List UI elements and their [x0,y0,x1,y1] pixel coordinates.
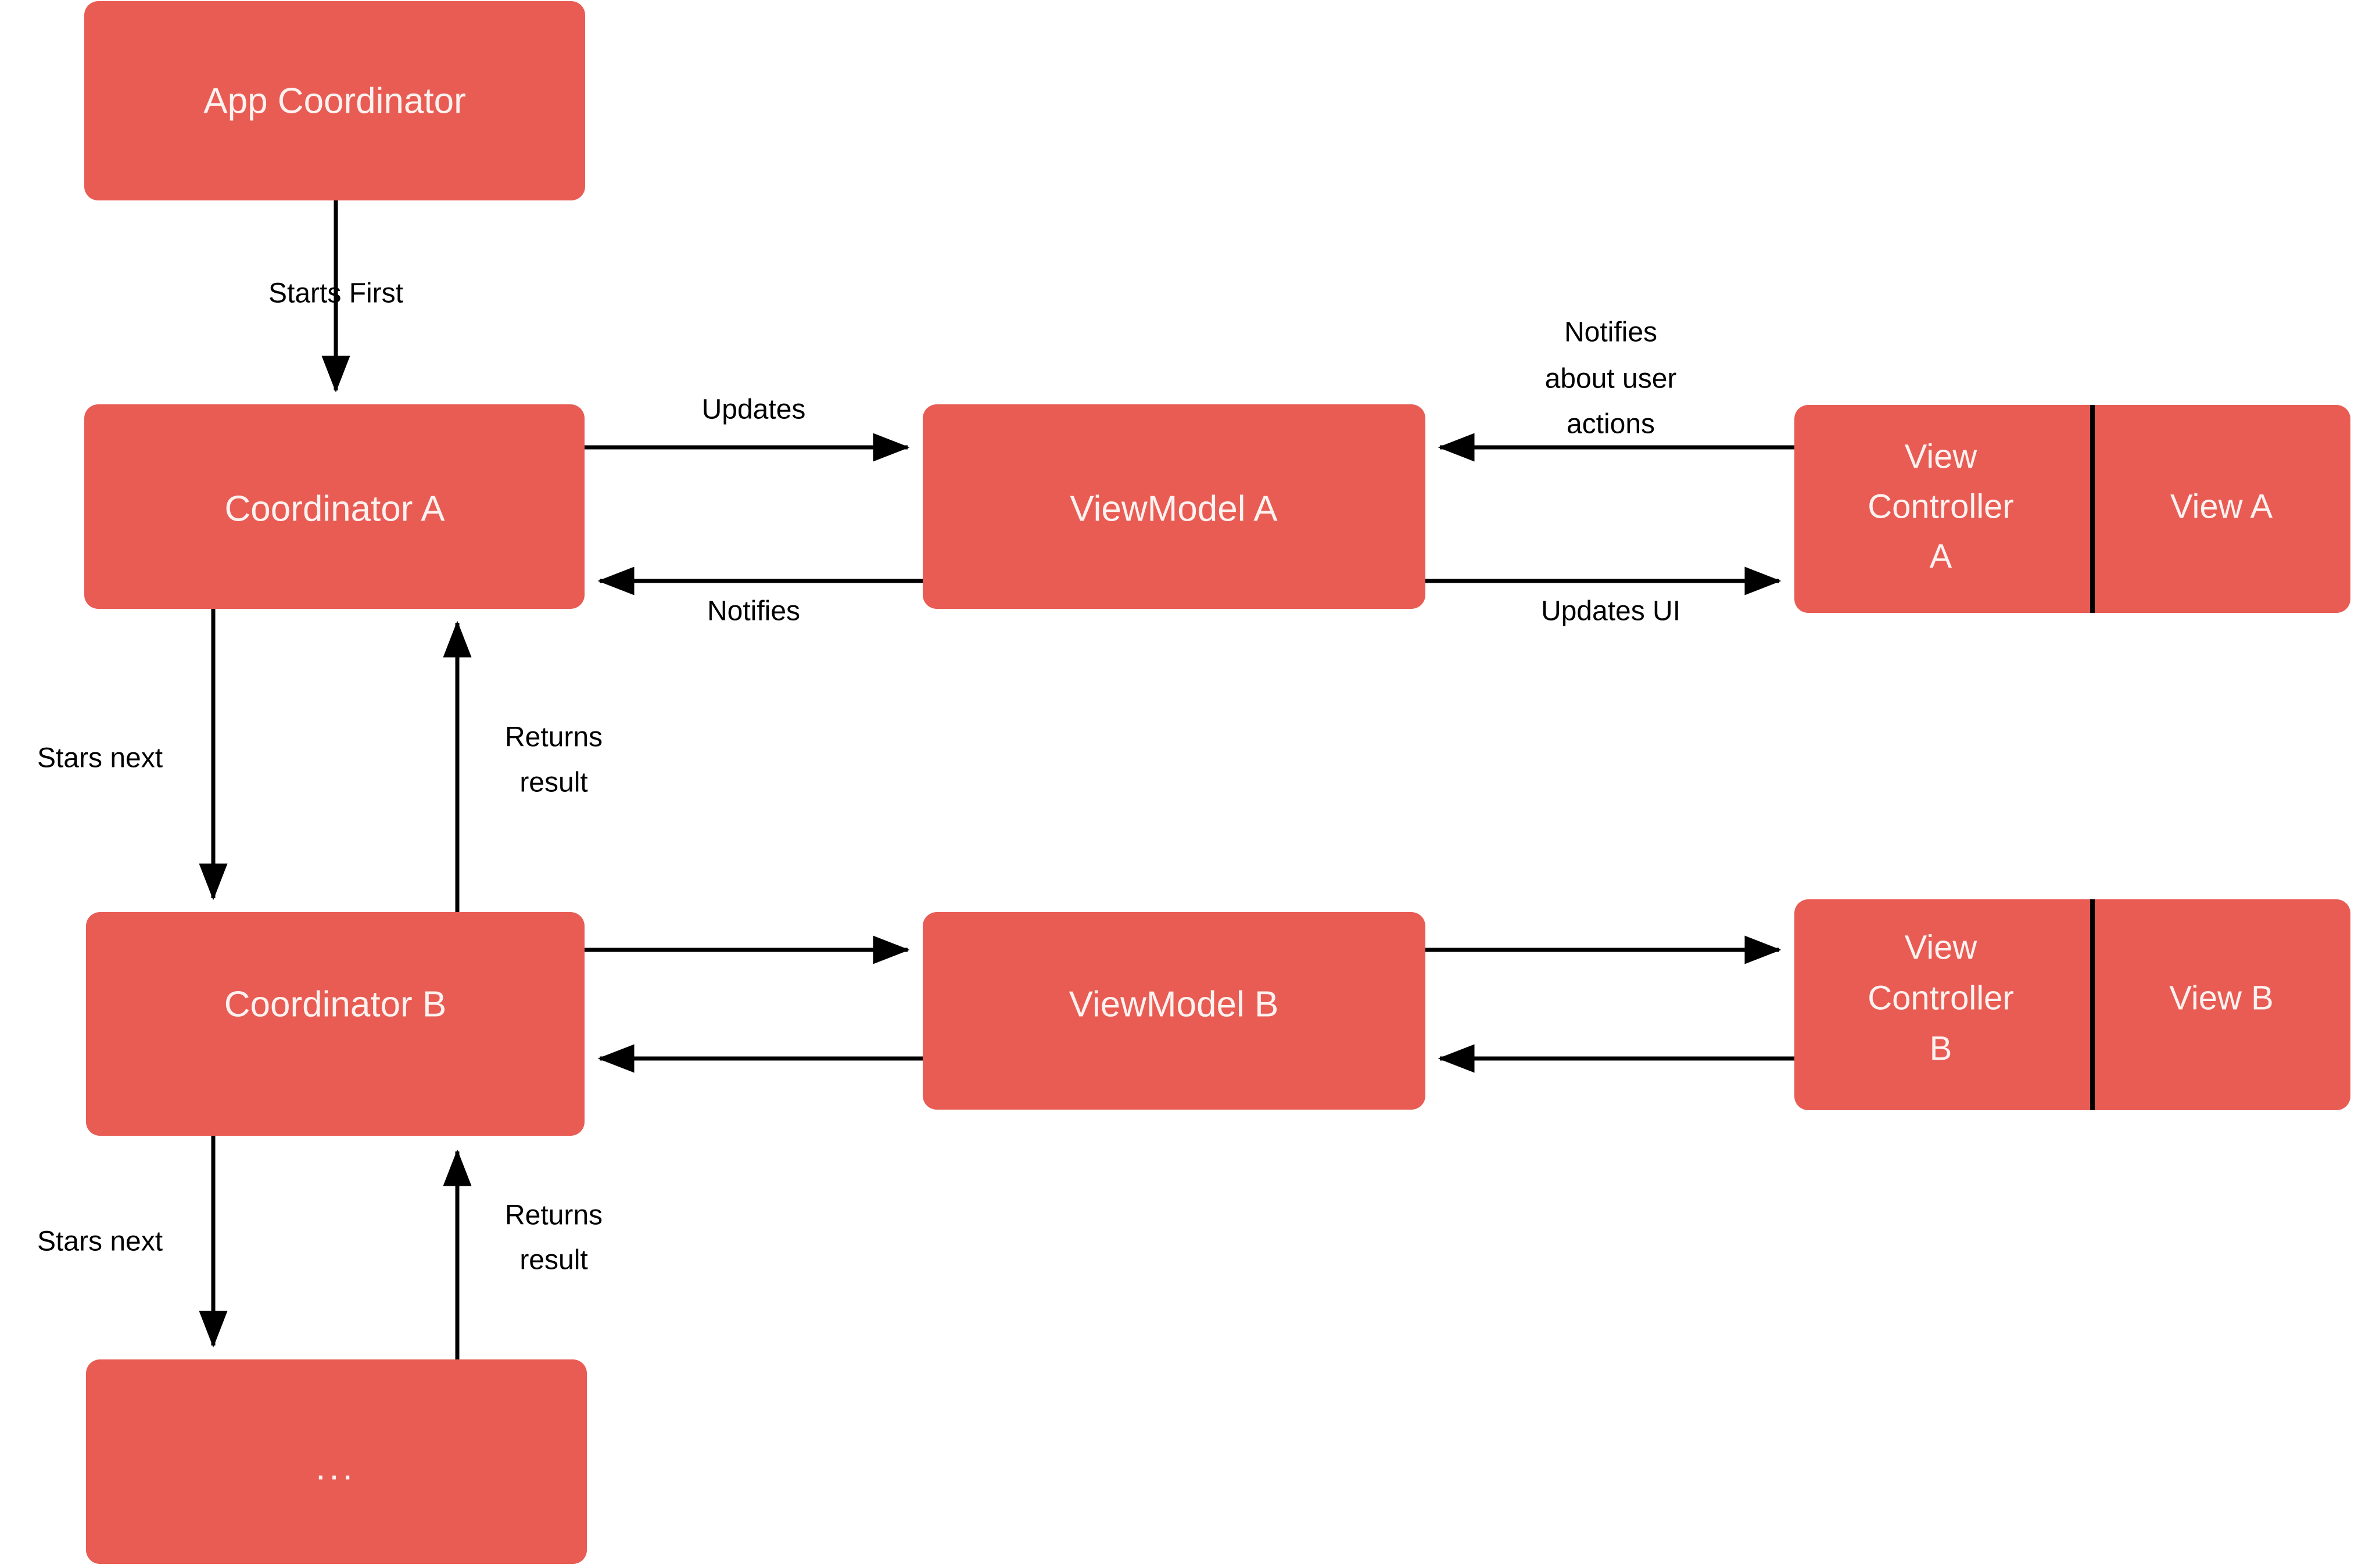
edge-label-stars-next-a-b: Stars next [37,743,163,774]
edge-label-returns-result-b-a-2: result [519,767,587,798]
node-view-controller-a-label-line2: Controller [1868,487,2013,525]
node-view-controller-b-view-b-rect[interactable] [1794,899,2350,1110]
node-more-coordinators-label: ... [316,1447,356,1487]
node-view-controller-a-label-line1: View [1905,437,1978,475]
node-coordinator-b-rect[interactable] [86,912,585,1136]
node-view-controller-b-label-line1: View [1905,928,1978,966]
edge-stars-next-a-b: Stars next [37,609,228,900]
edge-label-returns-result-more-b-1: Returns [505,1200,603,1231]
edge-label-returns-result-more-b-2: result [519,1245,587,1276]
edge-label-notifies: Notifies [707,596,800,627]
node-app-coordinator-rect[interactable] [84,1,585,200]
node-view-controller-a-label-line3: A [1930,537,1952,575]
edge-notifies: Notifies [597,566,923,627]
node-viewmodel-b-label: ViewModel B [1069,984,1279,1024]
node-more-coordinators-rect[interactable] [86,1359,587,1564]
node-more-coordinators[interactable]: ... [86,1359,587,1564]
node-view-controller-b-label-line2: Controller [1868,979,2013,1017]
edge-label-updates-ui: Updates UI [1541,596,1680,627]
edge-returns-result-more-b: Returns result [443,1149,603,1359]
node-coordinator-b[interactable]: Coordinator B [86,912,585,1136]
node-viewmodel-a-label: ViewModel A [1070,489,1278,529]
node-view-a-label: View A [2170,487,2273,525]
node-coordinator-a[interactable]: Coordinator A [84,404,585,609]
node-viewmodel-a-rect[interactable] [923,404,1425,609]
node-coordinator-b-label: Coordinator B [224,984,447,1024]
edge-updates-ui: Updates UI [1425,566,1782,627]
edge-updates: Updates [585,394,910,462]
edge-starts-first: Starts First [268,200,403,393]
node-app-coordinator-label: App Coordinator [203,81,466,121]
node-coordinator-a-rect[interactable] [84,404,585,609]
node-app-coordinator[interactable]: App Coordinator [84,1,585,200]
node-view-controller-a-view-a-rect[interactable] [1794,405,2350,613]
node-view-controller-b-and-view-b[interactable]: View Controller B View B [1794,899,2350,1110]
node-viewmodel-b[interactable]: ViewModel B [923,912,1425,1110]
node-view-controller-b-label-line3: B [1930,1029,1952,1067]
edge-stars-next-b-more: Stars next [37,1136,228,1348]
edge-label-notifies-actions-line3: actions [1567,409,1655,440]
edge-label-notifies-actions-line2: about user [1545,364,1677,394]
edge-label-notifies-actions-line1: Notifies [1564,317,1657,348]
edge-returns-result-b-a: Returns result [443,620,603,912]
node-coordinator-a-label: Coordinator A [224,489,445,529]
edge-label-updates: Updates [702,394,806,425]
node-viewmodel-b-rect[interactable] [923,912,1425,1110]
edge-label-starts-first: Starts First [268,278,403,309]
node-viewmodel-a[interactable]: ViewModel A [923,404,1425,609]
node-view-controller-a-and-view-a[interactable]: View Controller A View A [1794,405,2350,613]
node-view-b-label: View B [2169,979,2273,1017]
edge-notifies-about-user-actions: Notifies about user actions [1438,317,1794,462]
edge-label-stars-next-b-more: Stars next [37,1226,163,1257]
edge-label-returns-result-b-a-1: Returns [505,722,603,753]
